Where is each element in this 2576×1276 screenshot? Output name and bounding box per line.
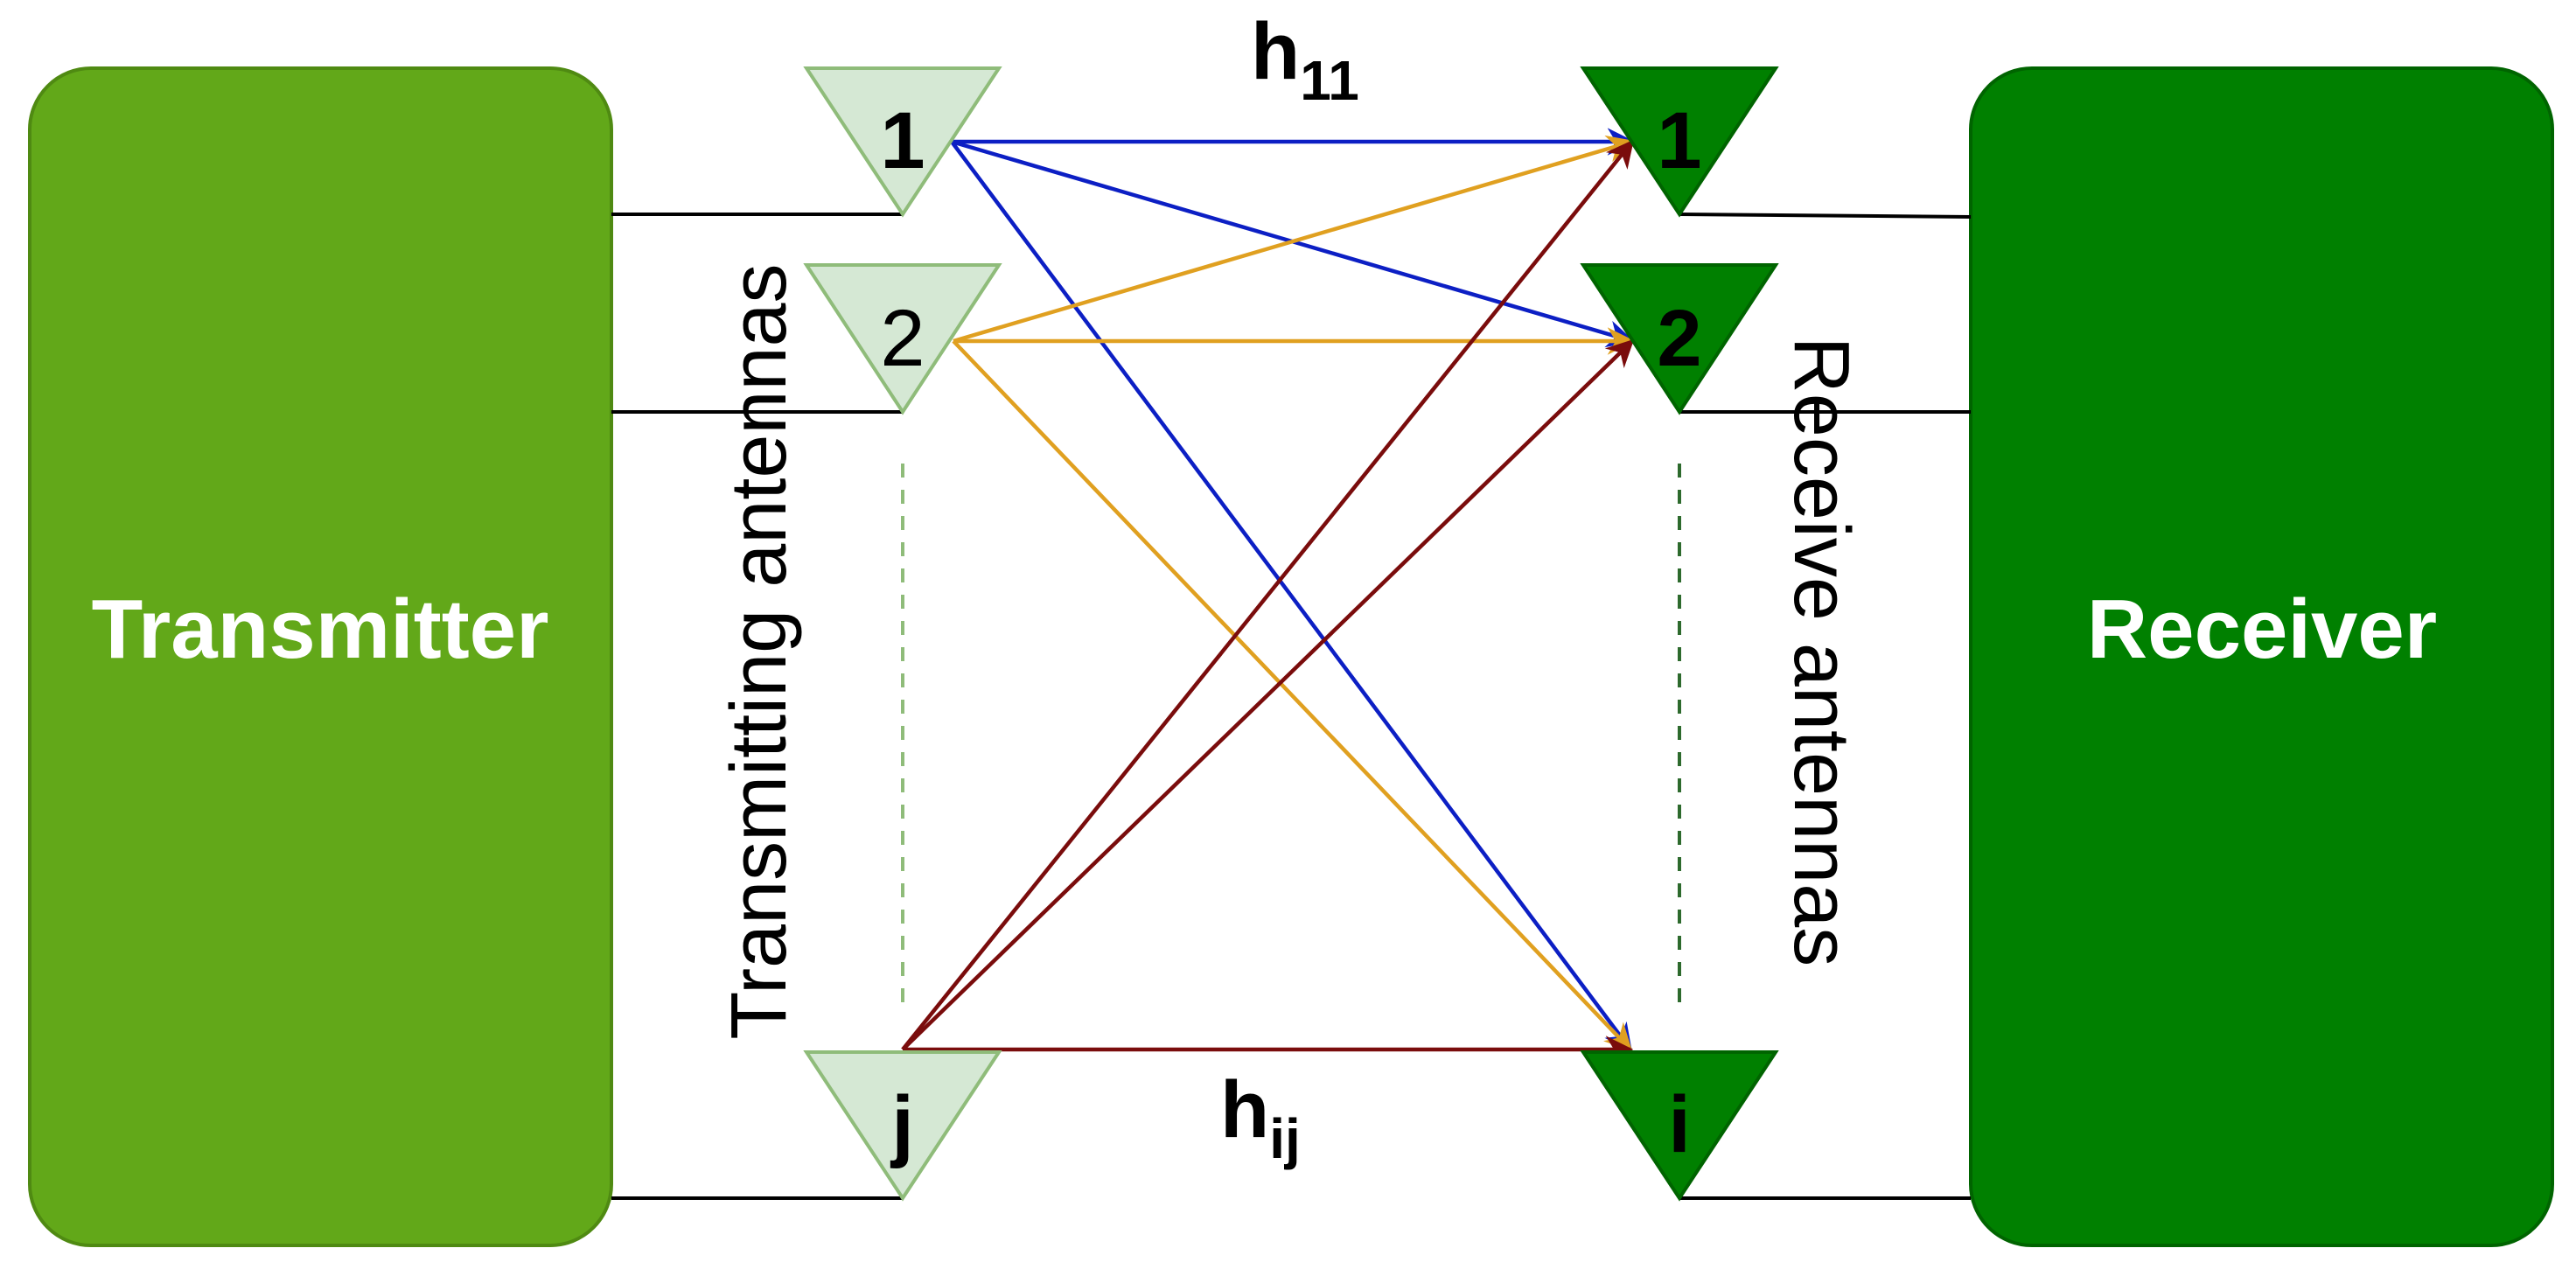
rx-antenna-i-triangle (1580, 1050, 1779, 1202)
rx-antenna-1-triangle (1580, 66, 1779, 218)
channel-label-h11-base: h (1251, 7, 1300, 96)
tx-antenna-1: 1 (803, 66, 1002, 218)
rx-antenna-1: 1 (1580, 66, 1779, 218)
channel-label-h11: h11 (1251, 7, 1359, 112)
rx-axis-label: Receive antennas (1777, 337, 1865, 966)
tx-antenna-2-triangle (803, 263, 1002, 415)
channel-links (901, 128, 1636, 1063)
tx-antenna-j-label: j (890, 1080, 914, 1169)
rx-antenna-i-label: i (1668, 1080, 1691, 1169)
rx-antenna-1-label: 1 (1657, 96, 1701, 185)
link-tx2-rxi (952, 339, 1633, 1052)
tx-antenna-j: j (803, 1050, 1002, 1202)
tx-antenna-2: 2 (803, 263, 1002, 415)
channel-label-hij-base: h (1220, 1065, 1269, 1154)
rx-feed-line-1 (1679, 213, 1972, 219)
channel-label-h11-sub: 11 (1300, 49, 1359, 112)
receiver-label: Receiver (2087, 582, 2437, 676)
rx-antenna-2-label: 2 (1657, 294, 1701, 383)
channel-label-hij: hij (1220, 1065, 1301, 1170)
channel-label-hij-sub: ij (1269, 1107, 1301, 1170)
link-tx1-rxi (950, 140, 1632, 1052)
link-txj-rx1 (901, 139, 1634, 1051)
rx-antenna-2-triangle (1580, 263, 1779, 415)
rx-antenna-2: 2 (1580, 263, 1779, 415)
rx-antenna-i: i (1580, 1050, 1779, 1202)
transmitter-label: Transmitter (92, 582, 549, 676)
tx-antenna-1-label: 1 (880, 96, 925, 185)
transmitter-block (28, 66, 613, 1247)
receiver-block (1969, 66, 2554, 1247)
tx-antenna-2-label: 2 (880, 294, 925, 383)
link-tx2-rx1 (953, 135, 1636, 344)
tx-antenna-j-triangle (803, 1050, 1002, 1202)
tx-axis-label: Transmitting antennas (716, 263, 803, 1039)
link-txj-rx2 (901, 338, 1635, 1051)
tx-antenna-1-triangle (803, 66, 1002, 218)
